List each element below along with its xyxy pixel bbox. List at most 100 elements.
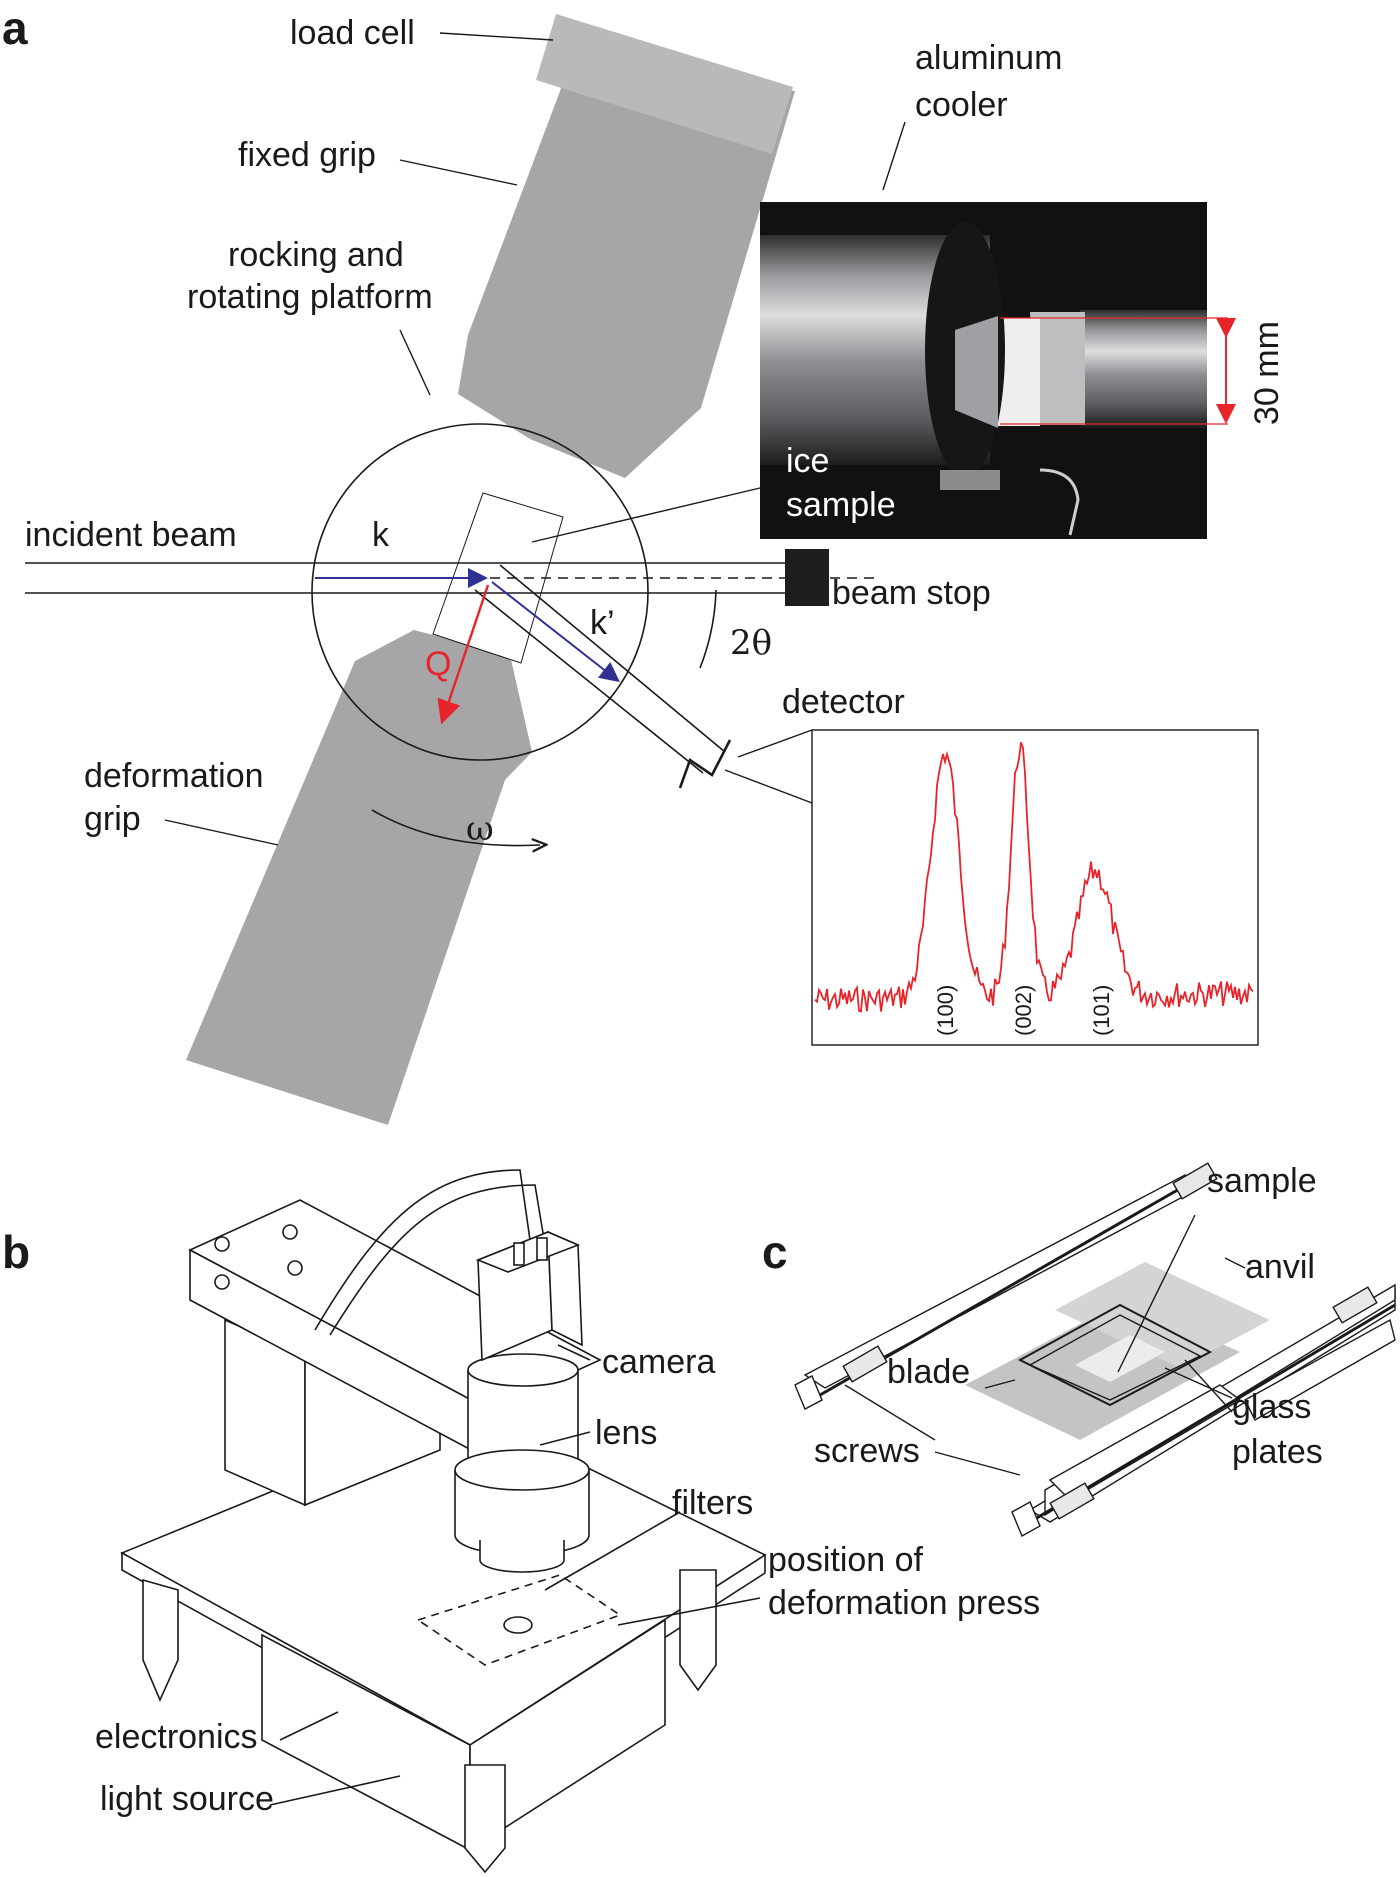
electronics-leader [279, 1711, 339, 1741]
q-label: Q [425, 645, 451, 683]
thread-2 [1172, 1162, 1218, 1200]
glass-label-1: glass [1232, 1388, 1311, 1426]
fixed-grip-shape [458, 70, 795, 478]
glass-label-2: plates [1232, 1433, 1323, 1471]
aluminum-label-1: aluminum [915, 39, 1062, 77]
camera-connector-2 [536, 1237, 548, 1261]
k-prime-label: k’ [590, 604, 615, 642]
sample-leader [1117, 1214, 1196, 1373]
anvil-leader [1224, 1257, 1246, 1269]
arm-hole-1 [214, 1236, 230, 1252]
anvil-block [1244, 1318, 1396, 1421]
lens-label: lens [595, 1414, 657, 1452]
fixed-grip-leader [399, 159, 518, 186]
detector-label: detector [782, 683, 905, 721]
ice-sample-c [1075, 1335, 1165, 1382]
screw-rod-2 [1029, 1303, 1396, 1524]
lens-leader [539, 1431, 591, 1446]
q-vector [437, 584, 490, 725]
camera-connector-1 [513, 1242, 525, 1266]
spectrum-leader [724, 769, 813, 804]
light-source-leader [269, 1775, 401, 1806]
platform-label-1: rocking and [228, 236, 404, 274]
k-label: k [372, 516, 390, 554]
deformation-grip-shape [186, 630, 532, 1125]
thread-1 [842, 1345, 888, 1383]
press-leader [617, 1597, 761, 1626]
k-prime-vector [491, 581, 620, 683]
omega-label: ω [466, 809, 494, 849]
filters-label: filters [672, 1484, 753, 1522]
two-theta-label: 2θ [730, 623, 772, 663]
lens-tip [479, 1540, 565, 1573]
load-cell-label: load cell [290, 14, 415, 52]
electronics-label: electronics [95, 1718, 258, 1756]
arm-hole-3 [214, 1274, 230, 1290]
peak-label-002: (002) [1011, 985, 1036, 1036]
load-cell-shape [536, 14, 793, 154]
press-frame-outer [1017, 1303, 1213, 1407]
fixed-grip-label: fixed grip [238, 136, 376, 174]
diffracted-beam-lower [474, 589, 704, 774]
sample-label: sample [1207, 1162, 1317, 1200]
press-position-outline [416, 1574, 622, 1666]
diffraction-spectrum [814, 742, 1254, 1013]
blade-block [1048, 1384, 1242, 1501]
aluminum-leader [882, 121, 906, 191]
foot-front [464, 1764, 506, 1874]
omega-arc [371, 809, 540, 846]
spectrum-inset [811, 729, 1259, 1046]
arm-hole-2 [282, 1224, 298, 1240]
press-frame-inner [1028, 1314, 1202, 1401]
incident-beam-label: incident beam [25, 516, 237, 554]
deformation-grip-label-2: grip [84, 800, 141, 838]
peak-label-101: (101) [1089, 985, 1114, 1036]
foot-right [679, 1569, 717, 1692]
base-plate [120, 1409, 767, 1746]
light-source-label: light source [100, 1780, 274, 1818]
platform-circle [311, 423, 649, 761]
aluminum-label-2: cooler [915, 86, 1008, 124]
glass-leader-1 [1164, 1367, 1233, 1399]
blade-label: blade [887, 1353, 970, 1391]
beam-stop-label: beam stop [832, 574, 991, 612]
blade-leader [984, 1379, 1016, 1389]
screws-leader-2 [934, 1451, 1021, 1476]
lens-top [467, 1353, 579, 1387]
thread-4 [1332, 1286, 1378, 1324]
camera-label: camera [602, 1343, 715, 1381]
arm-hole-4 [287, 1260, 303, 1276]
camera-cable-2 [329, 1184, 546, 1336]
platform-label-2: rotating platform [187, 278, 433, 316]
anvil-label: anvil [1245, 1248, 1315, 1286]
ice-sample-leader [531, 487, 761, 543]
ice-label-1: ice [786, 442, 829, 480]
scale-label: 30 mm [1248, 321, 1286, 425]
filter-top [454, 1449, 590, 1491]
camera-cable-1 [314, 1169, 531, 1331]
peak-label-100: (100) [933, 985, 958, 1036]
knob-1 [794, 1375, 823, 1410]
filters-leader [544, 1511, 681, 1591]
platform-leader [399, 329, 431, 396]
panel-c: c sample anvil blade [762, 1162, 1396, 1537]
two-theta-arc [699, 589, 717, 669]
beam-stop-block [785, 549, 829, 606]
camera-top [475, 1231, 581, 1273]
cooler-photo [760, 202, 1236, 539]
camera-leader [557, 1344, 591, 1361]
deformation-grip-leader [164, 819, 279, 846]
press-label-1: position of [768, 1541, 924, 1579]
glass-plate-upper [1055, 1262, 1270, 1368]
screws-leader-1 [844, 1384, 936, 1441]
panel-b-letter: b [2, 1226, 30, 1278]
panel-a: a [2, 2, 1286, 1125]
ice-label-2: sample [786, 486, 896, 524]
glass-leader-2 [1184, 1359, 1233, 1413]
panel-b: b [2, 1169, 1040, 1874]
load-cell-leader [439, 32, 554, 41]
press-label-2: deformation press [768, 1584, 1040, 1622]
diffracted-beam-upper [499, 564, 726, 753]
